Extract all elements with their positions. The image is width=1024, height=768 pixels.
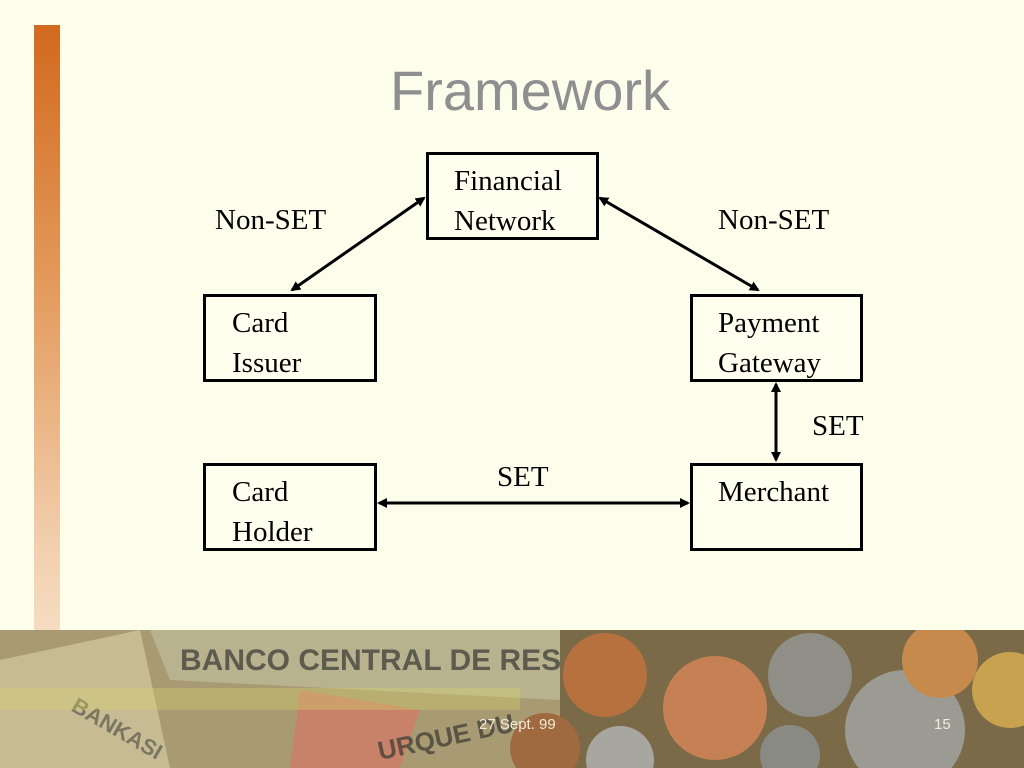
arrow-network-gateway <box>598 196 760 292</box>
card-issuer-node: Card Issuer <box>203 294 377 382</box>
money-photo-strip: BANCO CENTRAL DE RES BANKASI URQUE DU 27… <box>0 630 1024 768</box>
edge-label-holder-merchant: SET <box>497 461 549 493</box>
edge-label-network-gateway: Non-SET <box>718 204 830 236</box>
page-number: 15 <box>934 716 951 733</box>
merchant-node: Merchant <box>690 463 863 551</box>
merchant-label: Merchant <box>718 476 830 508</box>
edge-label-gateway-merchant: SET <box>812 410 864 442</box>
card-holder-node: Card Holder <box>203 463 377 551</box>
payment-gateway-node: Payment Gateway <box>690 294 863 382</box>
card-issuer-label: Card Issuer <box>232 307 302 379</box>
money-photo: BANCO CENTRAL DE RES BANKASI URQUE DU <box>0 630 1024 768</box>
financial-network-node: Financial Network <box>426 152 599 240</box>
banknote-text: BANCO CENTRAL DE RES <box>180 644 561 677</box>
edge-label-network-issuer: Non-SET <box>215 204 327 236</box>
financial-network-label: Financial Network <box>454 165 562 237</box>
payment-gateway-label: Payment Gateway <box>718 307 822 379</box>
slide-title: Framework <box>389 59 671 122</box>
arrow-network-issuer <box>290 196 426 292</box>
footer-date: 27 Sept. 99 <box>479 716 556 733</box>
card-holder-label: Card Holder <box>232 476 313 548</box>
